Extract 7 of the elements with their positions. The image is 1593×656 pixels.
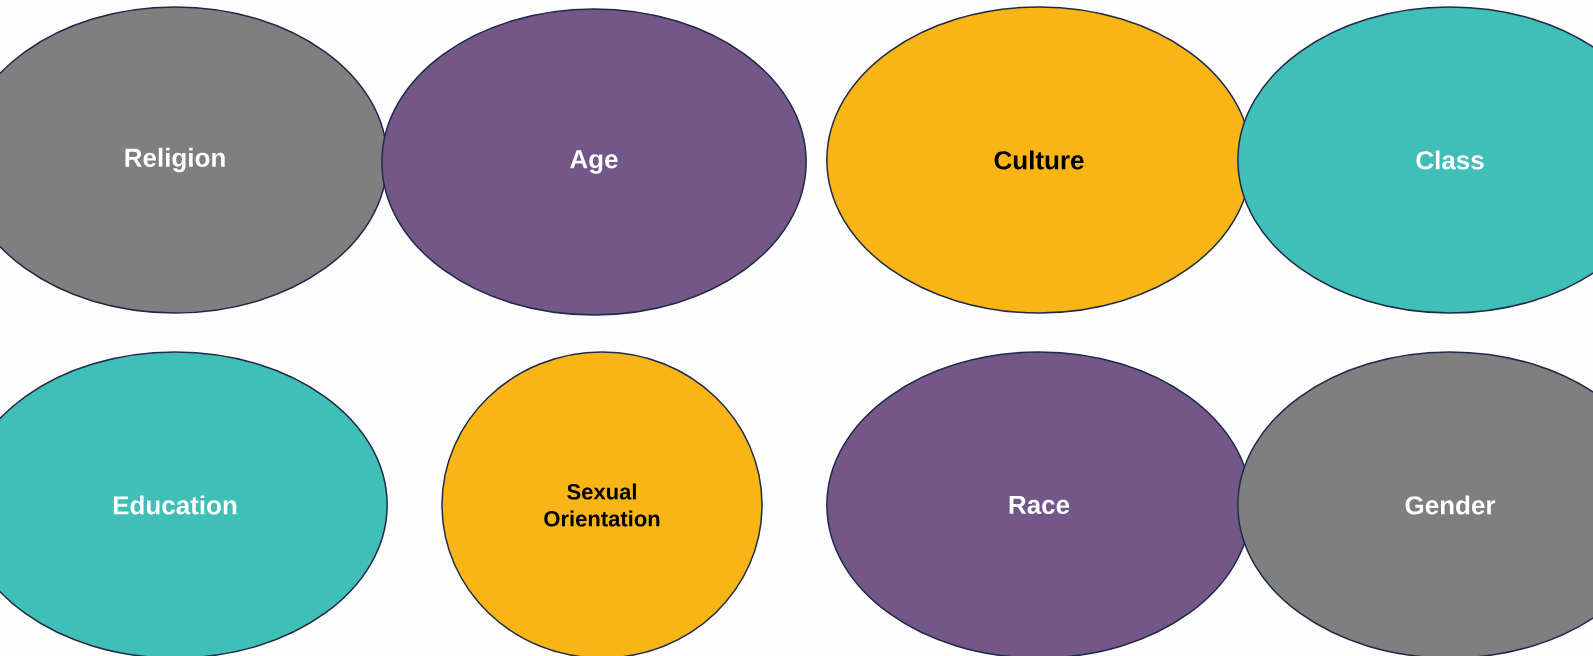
ellipse-node: Gender [1237,351,1593,656]
ellipse-node: Culture [826,6,1252,314]
ellipse-node: Class [1237,6,1593,314]
ellipse-node: Race [826,351,1252,656]
ellipse-node: Sexual Orientation [441,351,763,656]
ellipse-node: Age [381,8,807,316]
ellipse-node: Education [0,351,388,656]
